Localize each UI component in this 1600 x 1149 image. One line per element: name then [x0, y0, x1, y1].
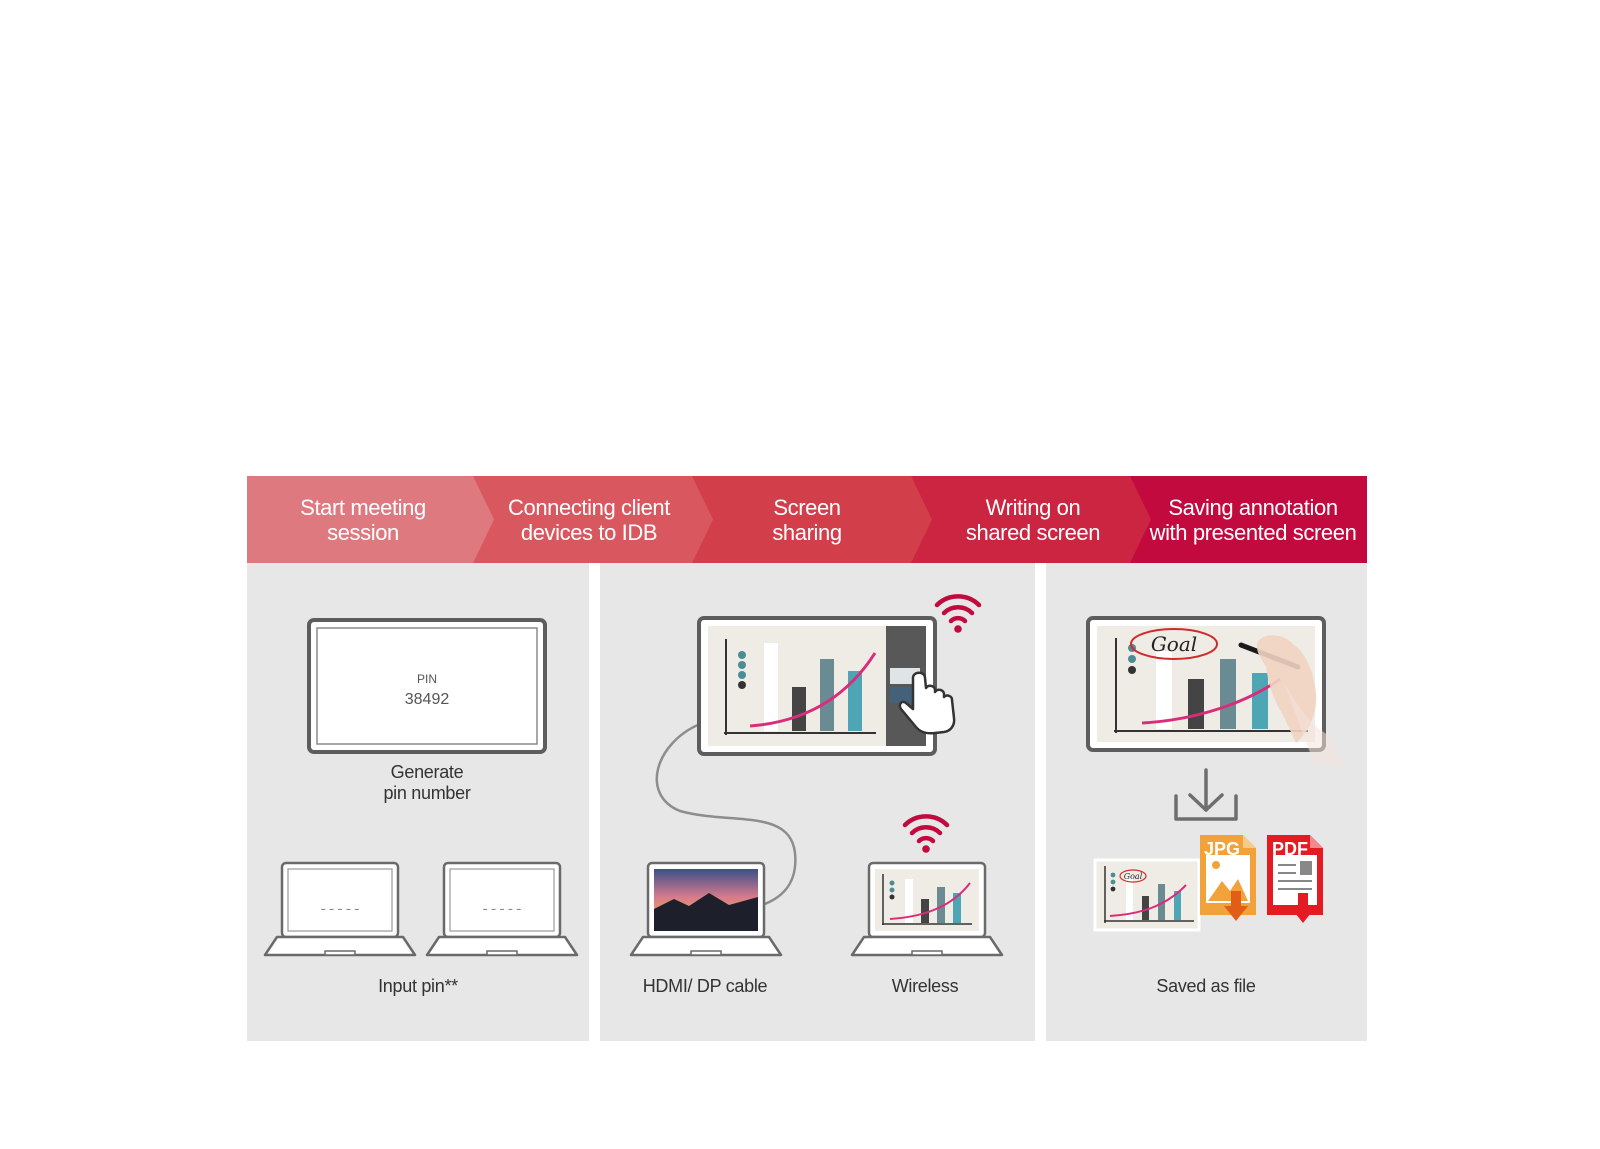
- panel-save-annotation: Goal Goal: [1046, 563, 1367, 1041]
- saved-screen-thumbnail: Goal: [1093, 858, 1201, 932]
- step-5-label-box: Saving annotation with presented screen: [1135, 476, 1371, 563]
- laptop-pin-placeholder: -----: [319, 902, 361, 918]
- step-2-label-box: Connecting client devices to IDB: [469, 476, 709, 563]
- pin-value: 38492: [405, 691, 450, 708]
- step-1-label: Start meeting session: [300, 494, 426, 545]
- cable-icon: [655, 722, 797, 907]
- input-pin-caption: Input pin**: [378, 976, 458, 996]
- step-5-shape: [1113, 476, 1367, 563]
- display-icon: [697, 616, 937, 756]
- thumbnail-goal-text: Goal: [1124, 872, 1143, 881]
- mini-chart: [724, 639, 877, 735]
- step-3-label-box: Screen sharing: [687, 476, 927, 563]
- pdf-file-icon: PDF: [1267, 835, 1323, 923]
- step-4-label: Writing on shared screen: [965, 494, 1101, 545]
- step-5-label: Saving annotation with presented screen: [1149, 494, 1357, 545]
- hand-pointer-icon: [898, 671, 956, 735]
- step-2-label: Connecting client devices to IDB: [508, 494, 670, 545]
- pen-hand-icon: [1238, 635, 1346, 768]
- panel-2-illustration: [629, 594, 1004, 957]
- pdf-label: PDF: [1272, 839, 1308, 859]
- wifi-icon: [934, 594, 982, 633]
- laptop-icon: [850, 861, 1004, 957]
- laptop-icon: [629, 861, 783, 957]
- annotation-goal-text: Goal: [1151, 632, 1197, 656]
- step-2-shape: [452, 476, 713, 563]
- panel-3-illustration: Goal Goal: [1086, 616, 1346, 932]
- step-chevrons: [247, 476, 1367, 563]
- wireless-caption: Wireless: [891, 976, 959, 996]
- panel-connect-share: HDMI/ DP cable Wireless: [600, 563, 1035, 1041]
- laptop-icon: -----: [263, 861, 417, 957]
- step-4-label-box: Writing on shared screen: [913, 476, 1153, 563]
- pin-label: PIN: [417, 672, 437, 686]
- saved-as-file-caption: Saved as file: [1156, 976, 1256, 996]
- panel-start-meeting: PIN 38492 Generate pin number ----- ----…: [247, 563, 589, 1041]
- jpg-file-icon: JPG: [1200, 835, 1256, 921]
- wifi-icon: [902, 814, 950, 853]
- process-steps-banner: Start meeting session Connecting client …: [247, 476, 1367, 563]
- hdmi-dp-caption: HDMI/ DP cable: [642, 976, 768, 996]
- laptop-icon: -----: [425, 861, 579, 957]
- laptop-pin-placeholder: -----: [481, 902, 523, 918]
- generate-pin-caption: Generate pin number: [383, 762, 471, 803]
- step-3-label: Screen sharing: [772, 494, 842, 545]
- step-1-label-box: Start meeting session: [247, 476, 479, 563]
- display-icon: PIN 38492: [307, 618, 547, 754]
- jpg-label: JPG: [1204, 839, 1240, 859]
- step-4-shape: [890, 476, 1151, 563]
- step-1-shape: [247, 476, 494, 563]
- download-icon: [1174, 768, 1238, 821]
- step-3-shape: [671, 476, 932, 563]
